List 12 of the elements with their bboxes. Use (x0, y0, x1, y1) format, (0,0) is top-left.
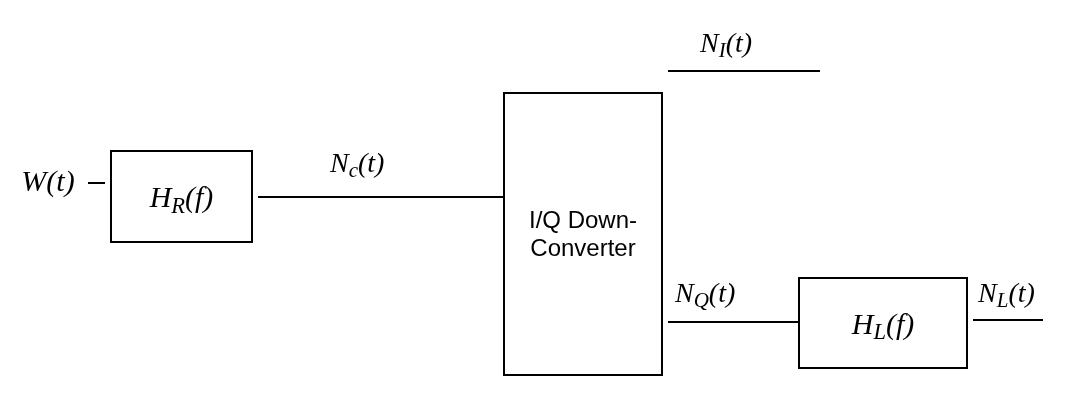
signal-label: W(t) (8, 160, 88, 200)
block-box (110, 150, 253, 243)
connector-line (257, 196, 504, 198)
connector-line (972, 319, 1044, 321)
block-box (798, 277, 968, 369)
connector-line (87, 182, 106, 184)
block-label: I/Q Down-Converter (528, 206, 638, 262)
block-label: H$_{R}$(f) (149, 179, 214, 219)
connector-line (667, 321, 799, 323)
block-box (503, 92, 663, 376)
block-label: H$_{L}$(f) (851, 305, 915, 346)
connector-line (667, 70, 821, 72)
